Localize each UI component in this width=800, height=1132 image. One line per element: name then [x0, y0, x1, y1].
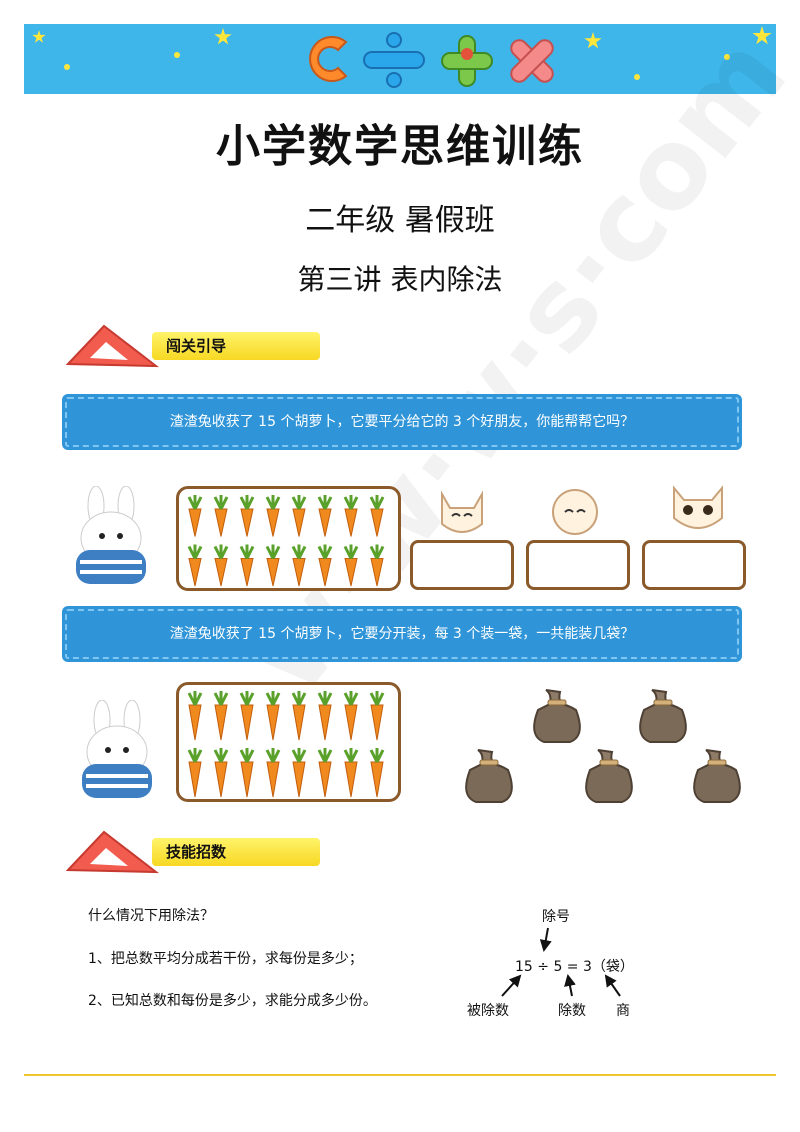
carrot-icon: [317, 495, 333, 537]
answer-box[interactable]: [526, 540, 630, 590]
section-tag-intro: 闯关引导: [60, 322, 320, 372]
cat-icon: [441, 490, 483, 533]
carrot-icon: [187, 495, 203, 537]
math-symbols-icon: [309, 32, 554, 88]
carrot-icon: [265, 495, 281, 537]
carrot-icon: [291, 544, 307, 587]
carrot-icon: [239, 495, 255, 537]
answer-box[interactable]: [642, 540, 746, 590]
question-ribbon-1: 渣渣兔收获了 15 个胡萝卜，它要平分给它的 3 个好朋友，你能帮帮它吗？: [62, 394, 742, 450]
sack-icon: [465, 749, 513, 803]
carrot-icon: [291, 691, 307, 741]
skills-rule-1: 1、把总数平均分成若干份，求每份是多少；: [88, 951, 363, 967]
carrot-box-1: [176, 486, 401, 591]
quotient-label: 商: [616, 1003, 630, 1019]
carrot-icon: [317, 691, 333, 741]
dot-decoration: [64, 64, 70, 70]
carrot-icon: [213, 495, 229, 537]
cat-icon: [673, 485, 723, 529]
carrot-icon: [239, 691, 255, 741]
carrot-icon: [343, 748, 359, 798]
carrot-icon: [369, 748, 385, 798]
section-label: 闯关引导: [152, 332, 320, 360]
skills-question: 什么情况下用除法？: [88, 908, 214, 924]
divisor-label: 除数: [558, 1003, 586, 1019]
carrot-icon: [317, 544, 333, 587]
question-ribbon-2: 渣渣兔收获了 15 个胡萝卜，它要分开装，每 3 个装一袋，一共能装几袋？: [62, 606, 742, 662]
carrot-icon: [187, 748, 203, 798]
sack-icon: [585, 749, 633, 803]
arrow-icon: [501, 974, 522, 997]
carrot-icon: [317, 748, 333, 798]
cat-icon: [552, 489, 598, 535]
carrot-icon: [213, 748, 229, 798]
carrot-icon: [239, 748, 255, 798]
skills-rule-2: 2、已知总数和每份是多少，求能分成多少份。: [88, 993, 377, 1009]
carrot-icon: [213, 691, 229, 741]
carrot-icon: [291, 748, 307, 798]
star-icon: [752, 26, 772, 45]
answer-box[interactable]: [410, 540, 514, 590]
sack-icon: [693, 749, 741, 803]
carrot-icon: [291, 495, 307, 537]
rabbit-icon: [82, 700, 152, 798]
dot-decoration: [174, 52, 180, 58]
carrots-icon: [187, 495, 385, 587]
ruler-icon: [65, 830, 160, 874]
dot-decoration: [724, 54, 730, 60]
carrot-icon: [369, 544, 385, 587]
star-icon: [32, 30, 46, 43]
carrot-icon: [213, 544, 229, 587]
sack-icon: [639, 689, 687, 743]
lesson-subtitle: 第三讲 表内除法: [297, 263, 503, 296]
footer-divider: [24, 1074, 776, 1076]
carrot-icon: [343, 495, 359, 537]
carrot-icon: [187, 544, 203, 587]
carrot-icon: [239, 544, 255, 587]
arrow-icon: [604, 974, 621, 997]
division-sign-label: 除号: [542, 909, 570, 925]
carrots-icon: [187, 691, 385, 798]
carrot-icon: [187, 691, 203, 741]
star-icon: [584, 32, 602, 49]
section-label: 技能招数: [152, 838, 320, 866]
page-title: 小学数学思维训练: [216, 121, 584, 172]
division-expression: 15 ÷ 5 = 3（袋）: [515, 959, 634, 975]
carrot-icon: [369, 495, 385, 537]
header-banner: [24, 24, 776, 94]
carrot-icon: [265, 691, 281, 741]
dot-decoration: [634, 74, 640, 80]
rabbit-icon: [76, 486, 146, 584]
carrot-icon: [265, 544, 281, 587]
ruler-icon: [65, 324, 160, 368]
star-icon: [214, 28, 232, 45]
carrot-icon: [369, 691, 385, 741]
formula-arrows: [501, 927, 621, 997]
grade-subtitle: 二年级 暑假班: [305, 203, 495, 238]
dividend-label: 被除数: [467, 1003, 509, 1019]
carrot-icon: [343, 691, 359, 741]
carrot-icon: [265, 748, 281, 798]
section-tag-skills: 技能招数: [60, 828, 320, 878]
sack-icon: [533, 689, 581, 743]
arrow-icon: [564, 974, 576, 997]
carrot-box-2: [176, 682, 401, 802]
carrot-icon: [343, 544, 359, 587]
arrow-icon: [539, 927, 552, 952]
